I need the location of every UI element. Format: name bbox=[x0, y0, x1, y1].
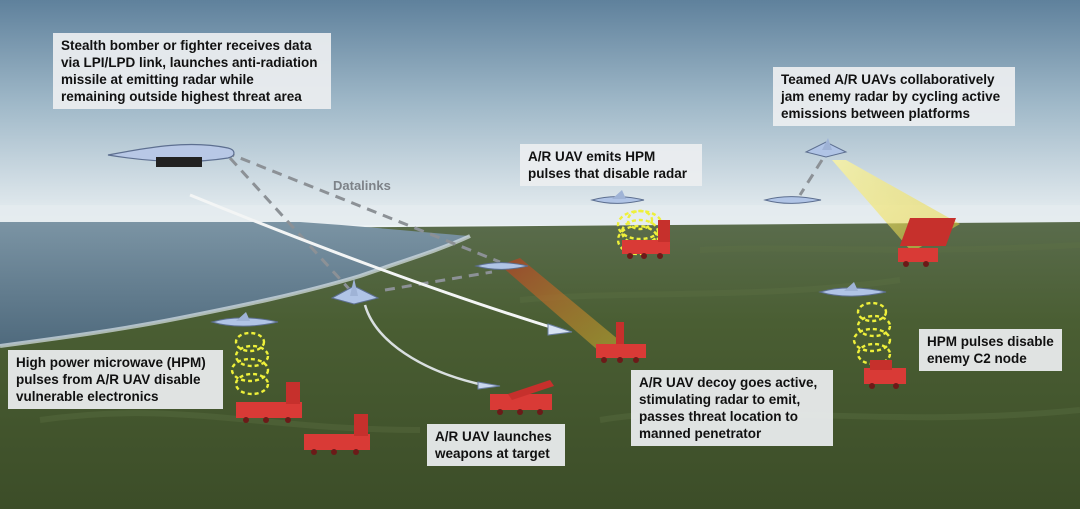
horizon-haze bbox=[0, 205, 1080, 225]
missile-trail-bomber bbox=[189, 193, 561, 332]
ocean bbox=[0, 222, 470, 346]
sam-launcher-icon bbox=[304, 414, 370, 455]
sam-launcher-icon bbox=[236, 382, 302, 423]
callout-hpm-emit: A/R UAV emits HPM pulses that disable ra… bbox=[520, 144, 702, 186]
missile-trail-uav bbox=[363, 304, 489, 388]
callout-stealth-bomber: Stealth bomber or fighter receives data … bbox=[53, 33, 331, 109]
missile-icon bbox=[547, 323, 573, 336]
stealth-bomber-icon bbox=[107, 143, 235, 167]
callout-hpm-c2: HPM pulses disable enemy C2 node bbox=[919, 329, 1062, 371]
datalink-lines bbox=[224, 150, 824, 292]
hpm-pulse-icon bbox=[852, 301, 892, 366]
uav-icon bbox=[474, 262, 529, 270]
callout-decoy: A/R UAV decoy goes active, stimulating r… bbox=[631, 370, 833, 446]
sam-launcher-icon bbox=[490, 380, 554, 415]
uav-icon bbox=[804, 138, 848, 158]
missile-icon bbox=[477, 381, 501, 390]
decoy-radar-beam bbox=[500, 258, 625, 352]
datalinks-label: Datalinks bbox=[333, 178, 391, 193]
callout-teamed-jamming: Teamed A/R UAVs collaboratively jam enem… bbox=[773, 67, 1015, 126]
uav-icon bbox=[818, 282, 887, 297]
uav-icon bbox=[763, 196, 822, 204]
callout-launch-weapons: A/R UAV launches weapons at target bbox=[427, 424, 565, 466]
radar-truck-icon bbox=[864, 360, 906, 389]
radar-truck-icon bbox=[622, 220, 670, 259]
radar-truck-icon bbox=[596, 322, 646, 363]
radar-truck-icon bbox=[898, 218, 956, 267]
coastline bbox=[0, 234, 471, 348]
uav-icon bbox=[330, 278, 380, 305]
hpm-pulse-icon bbox=[230, 331, 270, 396]
uav-icon bbox=[590, 190, 645, 204]
uav-icon bbox=[210, 312, 279, 327]
callout-hpm-electronics: High power microwave (HPM) pulses from A… bbox=[8, 350, 223, 409]
